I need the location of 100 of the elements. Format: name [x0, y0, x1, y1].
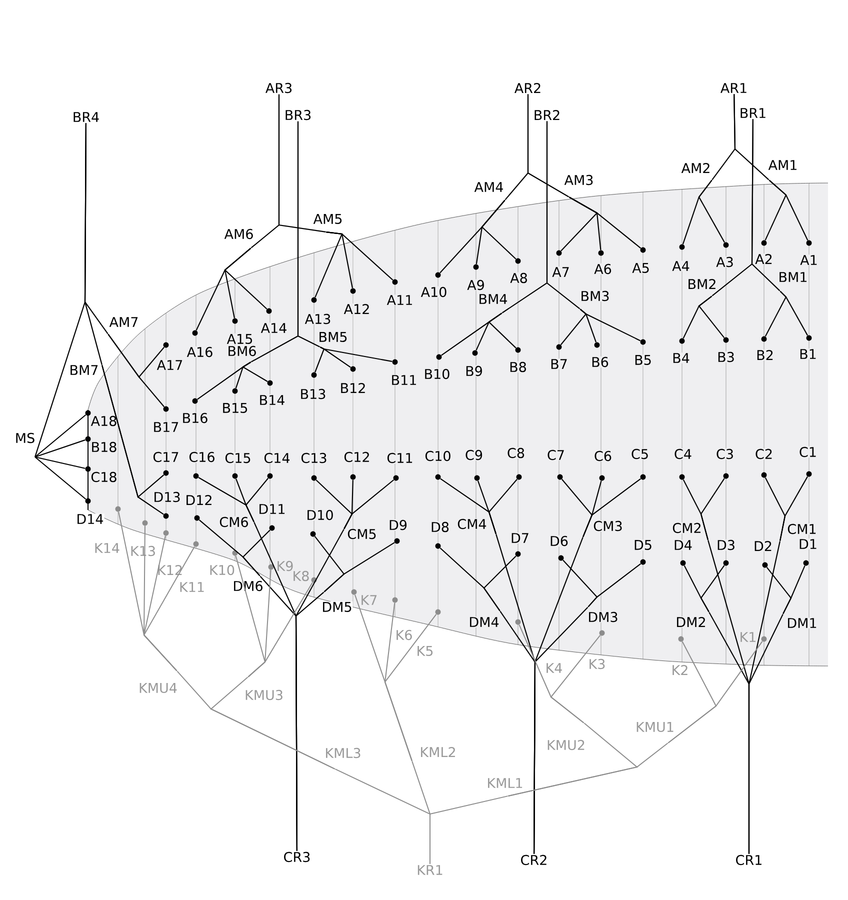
- node-label: K7: [362, 595, 377, 605]
- node-label: A16: [186, 346, 212, 358]
- branch-line: [533, 606, 588, 854]
- branch-line: [780, 290, 808, 336]
- branch-line: [324, 542, 395, 592]
- branch-line: [210, 676, 336, 770]
- node-label: A14: [260, 323, 286, 333]
- branch-label: CM2: [672, 522, 702, 534]
- node-label: D11: [260, 504, 285, 514]
- branch-label: BM2: [686, 278, 718, 290]
- branch-label: KML1: [486, 778, 524, 788]
- node-label: B7: [551, 359, 567, 369]
- branch-line: [700, 565, 725, 612]
- node-label: C14: [264, 452, 290, 464]
- node-label: B3: [718, 352, 734, 362]
- node-label: A6: [594, 264, 612, 274]
- branch-label: DM2: [675, 616, 707, 628]
- node-label: D7: [512, 533, 528, 543]
- node-label: B15: [223, 402, 248, 414]
- node-label: B12: [341, 382, 365, 394]
- node-label: C18: [91, 472, 116, 482]
- node-label: C9: [466, 450, 482, 460]
- branch-label: CM6: [218, 516, 250, 528]
- branch-line: [698, 180, 726, 243]
- branch-label: CM1: [786, 523, 818, 535]
- node-label: B9: [466, 366, 482, 376]
- node-label: C5: [632, 448, 648, 460]
- branch-line: [326, 231, 394, 280]
- branch-line: [782, 566, 806, 614]
- branch-label: CM5: [346, 528, 378, 540]
- branch-line: [34, 456, 86, 469]
- node-label: B5: [635, 354, 651, 366]
- node-label: K2: [672, 664, 688, 676]
- node-label: K10: [210, 564, 234, 576]
- node-label: B8: [510, 362, 526, 372]
- branch-line: [483, 556, 516, 612]
- node-label: B10: [425, 368, 450, 380]
- branch-line: [295, 592, 324, 851]
- node-label: C15: [225, 452, 250, 464]
- node-label: B17: [154, 422, 178, 432]
- node-label: B11: [392, 375, 416, 385]
- node-label: B18: [92, 442, 116, 452]
- node-label: C16: [189, 452, 214, 462]
- branch-line: [242, 362, 268, 382]
- root-label: CR1: [736, 854, 762, 866]
- node-label: D5: [634, 540, 652, 550]
- node-label: A9: [467, 280, 484, 290]
- branch-label: BM6: [226, 345, 258, 357]
- node-label: C6: [594, 450, 612, 462]
- branch-label: BM7: [68, 364, 100, 376]
- branch-line: [384, 614, 437, 762]
- node-label: C13: [301, 452, 326, 464]
- node-label: A4: [672, 261, 690, 271]
- node-label: D4: [674, 540, 692, 550]
- node-label: D8: [432, 522, 449, 532]
- branch-line: [582, 478, 641, 538]
- branch-label: KML3: [324, 747, 362, 759]
- branch-line: [700, 478, 725, 540]
- branch-label: CM4: [456, 518, 488, 530]
- root-label: CR2: [521, 854, 546, 866]
- node-label: C11: [387, 452, 412, 464]
- branch-label: BM1: [778, 272, 808, 282]
- branch-label: KMU2: [546, 739, 586, 751]
- node-label: A3: [716, 256, 733, 268]
- node-label: D2: [754, 540, 772, 552]
- branch-label: AM4: [474, 182, 504, 192]
- node-label: C4: [674, 448, 692, 460]
- node-label: A10: [420, 286, 446, 298]
- node-label: A7: [552, 267, 569, 277]
- branch-label: AM1: [768, 160, 798, 170]
- branch-line: [588, 563, 641, 608]
- node-label: D12: [186, 494, 212, 506]
- branch-line: [297, 121, 320, 348]
- root-label: AR3: [266, 82, 292, 94]
- branch-line: [780, 476, 808, 541]
- node-label: D6: [550, 536, 568, 546]
- root-label: BR4: [74, 112, 99, 122]
- node-label: A11: [386, 295, 412, 305]
- branch-label: KMU1: [635, 722, 675, 733]
- node-label: K3: [590, 658, 605, 670]
- node-label: D3: [718, 540, 734, 550]
- node-label: B1: [800, 349, 816, 359]
- branch-line: [344, 480, 354, 530]
- branch-label: KMU4: [138, 682, 178, 694]
- node-label: A13: [304, 314, 330, 324]
- branch-label: DM1: [786, 618, 818, 628]
- branch-line: [546, 121, 580, 310]
- node-label: C10: [425, 450, 450, 462]
- branch-label: DM4: [468, 616, 500, 628]
- root-label: AR2: [514, 83, 540, 94]
- node-label: B6: [592, 356, 608, 368]
- node-label: A5: [632, 262, 649, 274]
- root-label: AR1: [720, 83, 746, 93]
- branch-line: [698, 296, 725, 338]
- node-label: B16: [183, 412, 208, 424]
- node-label: C17: [153, 452, 178, 462]
- branch-line: [278, 94, 326, 233]
- branch-line: [34, 414, 86, 458]
- branch-line: [224, 248, 268, 310]
- node-label: C3: [716, 448, 733, 460]
